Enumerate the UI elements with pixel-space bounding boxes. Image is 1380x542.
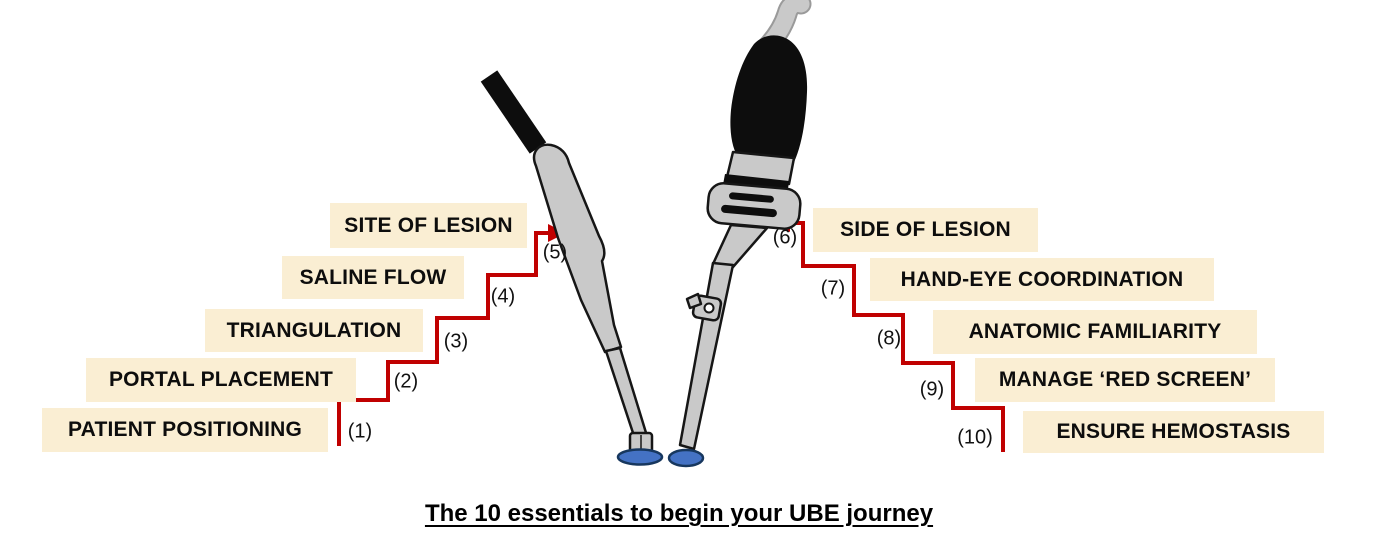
shaver-handpiece-illustration [667,0,812,468]
shaver-grip-slot-1 [729,192,774,203]
diagram-title: The 10 essentials to begin your UBE jour… [424,500,934,527]
arthroscope-tip-disc [616,448,664,466]
step-number-6: (6) [772,226,798,249]
arthroscope-body [532,143,623,354]
step-label-site-of-lesion: SITE OF LESION [330,203,527,248]
step-number-5: (5) [542,241,568,264]
step-number-7: (7) [820,277,846,300]
step-number-3: (3) [443,330,469,353]
step-number-2: (2) [393,370,419,393]
step-label-triangulation: TRIANGULATION [205,309,423,352]
shaver-body [730,35,808,166]
shaver-shaft [678,261,735,451]
step-label-patient-positioning: PATIENT POSITIONING [42,408,328,452]
shaver-grip-bulge [706,182,802,230]
step-label-saline-flow: SALINE FLOW [282,256,464,299]
step-number-1: (1) [347,420,373,443]
step-label-portal-placement: PORTAL PLACEMENT [86,358,356,402]
arthroscope-shaft [604,346,649,441]
arthroscope-illustration [480,70,664,466]
step-label-anatomic-familiarity: ANATOMIC FAMILIARITY [933,310,1257,354]
step-label-hand-eye-coordination: HAND-EYE COORDINATION [870,258,1214,301]
step-label-manage-red-screen: MANAGE ‘RED SCREEN’ [975,358,1275,402]
shaver-grip-slot-2 [721,204,777,218]
step-label-ensure-hemostasis: ENSURE HEMOSTASIS [1023,411,1324,453]
step-number-4: (4) [490,285,516,308]
step-label-side-of-lesion: SIDE OF LESION [813,208,1038,252]
shaver-neck [711,223,769,269]
step-number-9: (9) [919,378,945,401]
step-number-8: (8) [876,327,902,350]
step-number-10: (10) [957,426,993,449]
shaver-side-port-hole [703,302,715,314]
shaver-tip-disc [667,448,705,468]
shaver-side-port-tab [685,292,703,310]
shaver-collar [725,150,796,186]
arthroscope-light-cable [480,70,547,154]
